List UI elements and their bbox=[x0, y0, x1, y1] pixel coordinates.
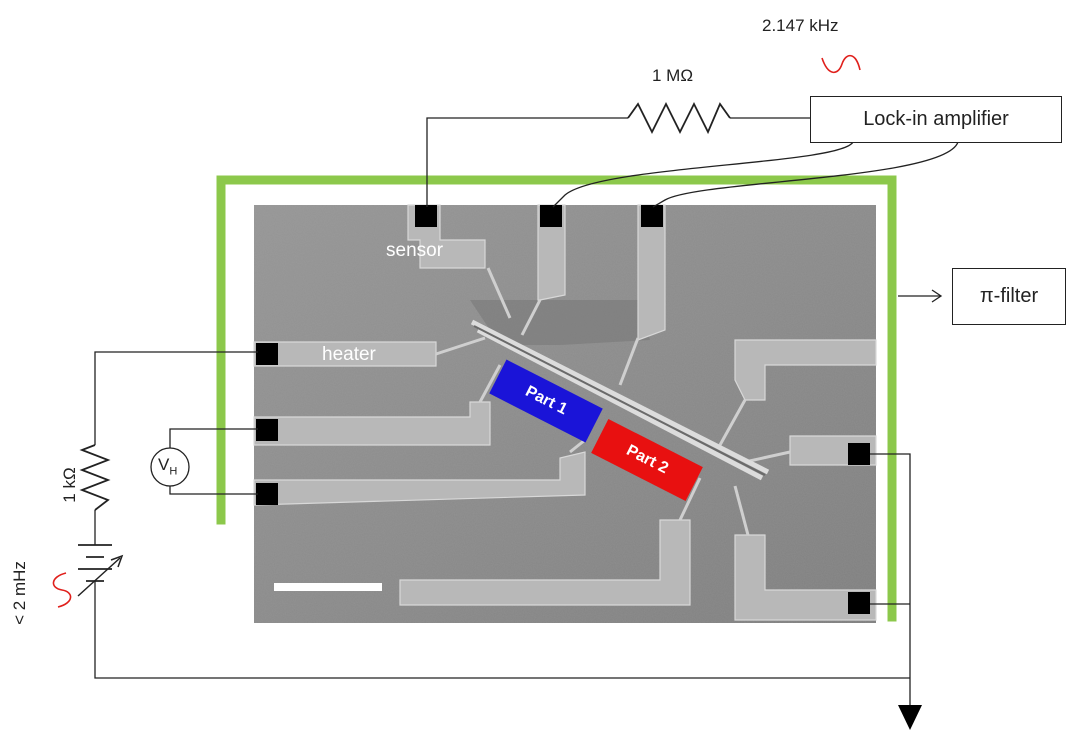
lock-in-amplifier-box: Lock-in amplifier bbox=[810, 96, 1062, 143]
ac-wave-small-icon bbox=[52, 572, 72, 608]
pad-right-top bbox=[848, 443, 870, 465]
sensor-label: sensor bbox=[386, 240, 444, 261]
variable-source-symbol bbox=[77, 544, 124, 610]
voltmeter-label: VH bbox=[158, 455, 177, 477]
lock-in-amplifier-label: Lock-in amplifier bbox=[863, 108, 1009, 130]
metal-traces bbox=[253, 204, 877, 621]
source-frequency-label: < 2 mHz bbox=[10, 561, 29, 625]
ac-wave-icon bbox=[821, 54, 861, 74]
pad-heater bbox=[256, 343, 278, 365]
voltmeter-subscript: H bbox=[169, 465, 178, 478]
nanowires bbox=[435, 267, 791, 536]
pi-filter-box: π-filter bbox=[952, 268, 1066, 325]
part-2-label: Part 2 bbox=[623, 441, 671, 478]
ground-arrow-icon bbox=[898, 705, 922, 730]
shield-frame bbox=[216, 175, 897, 622]
heater-label: heater bbox=[322, 344, 376, 365]
pi-filter-label: π-filter bbox=[979, 285, 1039, 307]
resistor-1mohm-symbol bbox=[627, 101, 731, 135]
pad-sensor bbox=[415, 205, 437, 227]
pad-lockin-2 bbox=[641, 205, 663, 227]
wiring bbox=[94, 117, 959, 705]
voltmeter-symbol: V bbox=[158, 455, 170, 474]
pad-right-bottom bbox=[848, 592, 870, 614]
suspended-beam bbox=[470, 319, 770, 481]
pad-vh-top bbox=[256, 419, 278, 441]
frequency-label: 2.147 kHz bbox=[762, 16, 839, 35]
voltmeter-icon bbox=[150, 447, 190, 487]
part-1-label: Part 1 bbox=[522, 382, 570, 419]
resistor-left-label: 1 kΩ bbox=[60, 467, 79, 503]
resistor-1kohm-symbol bbox=[79, 444, 111, 511]
resistor-top-label: 1 MΩ bbox=[652, 66, 694, 85]
pad-vh-bottom bbox=[256, 483, 278, 505]
pad-lockin-1 bbox=[540, 205, 562, 227]
scale-bar bbox=[274, 583, 382, 591]
contact-pads bbox=[256, 205, 870, 614]
